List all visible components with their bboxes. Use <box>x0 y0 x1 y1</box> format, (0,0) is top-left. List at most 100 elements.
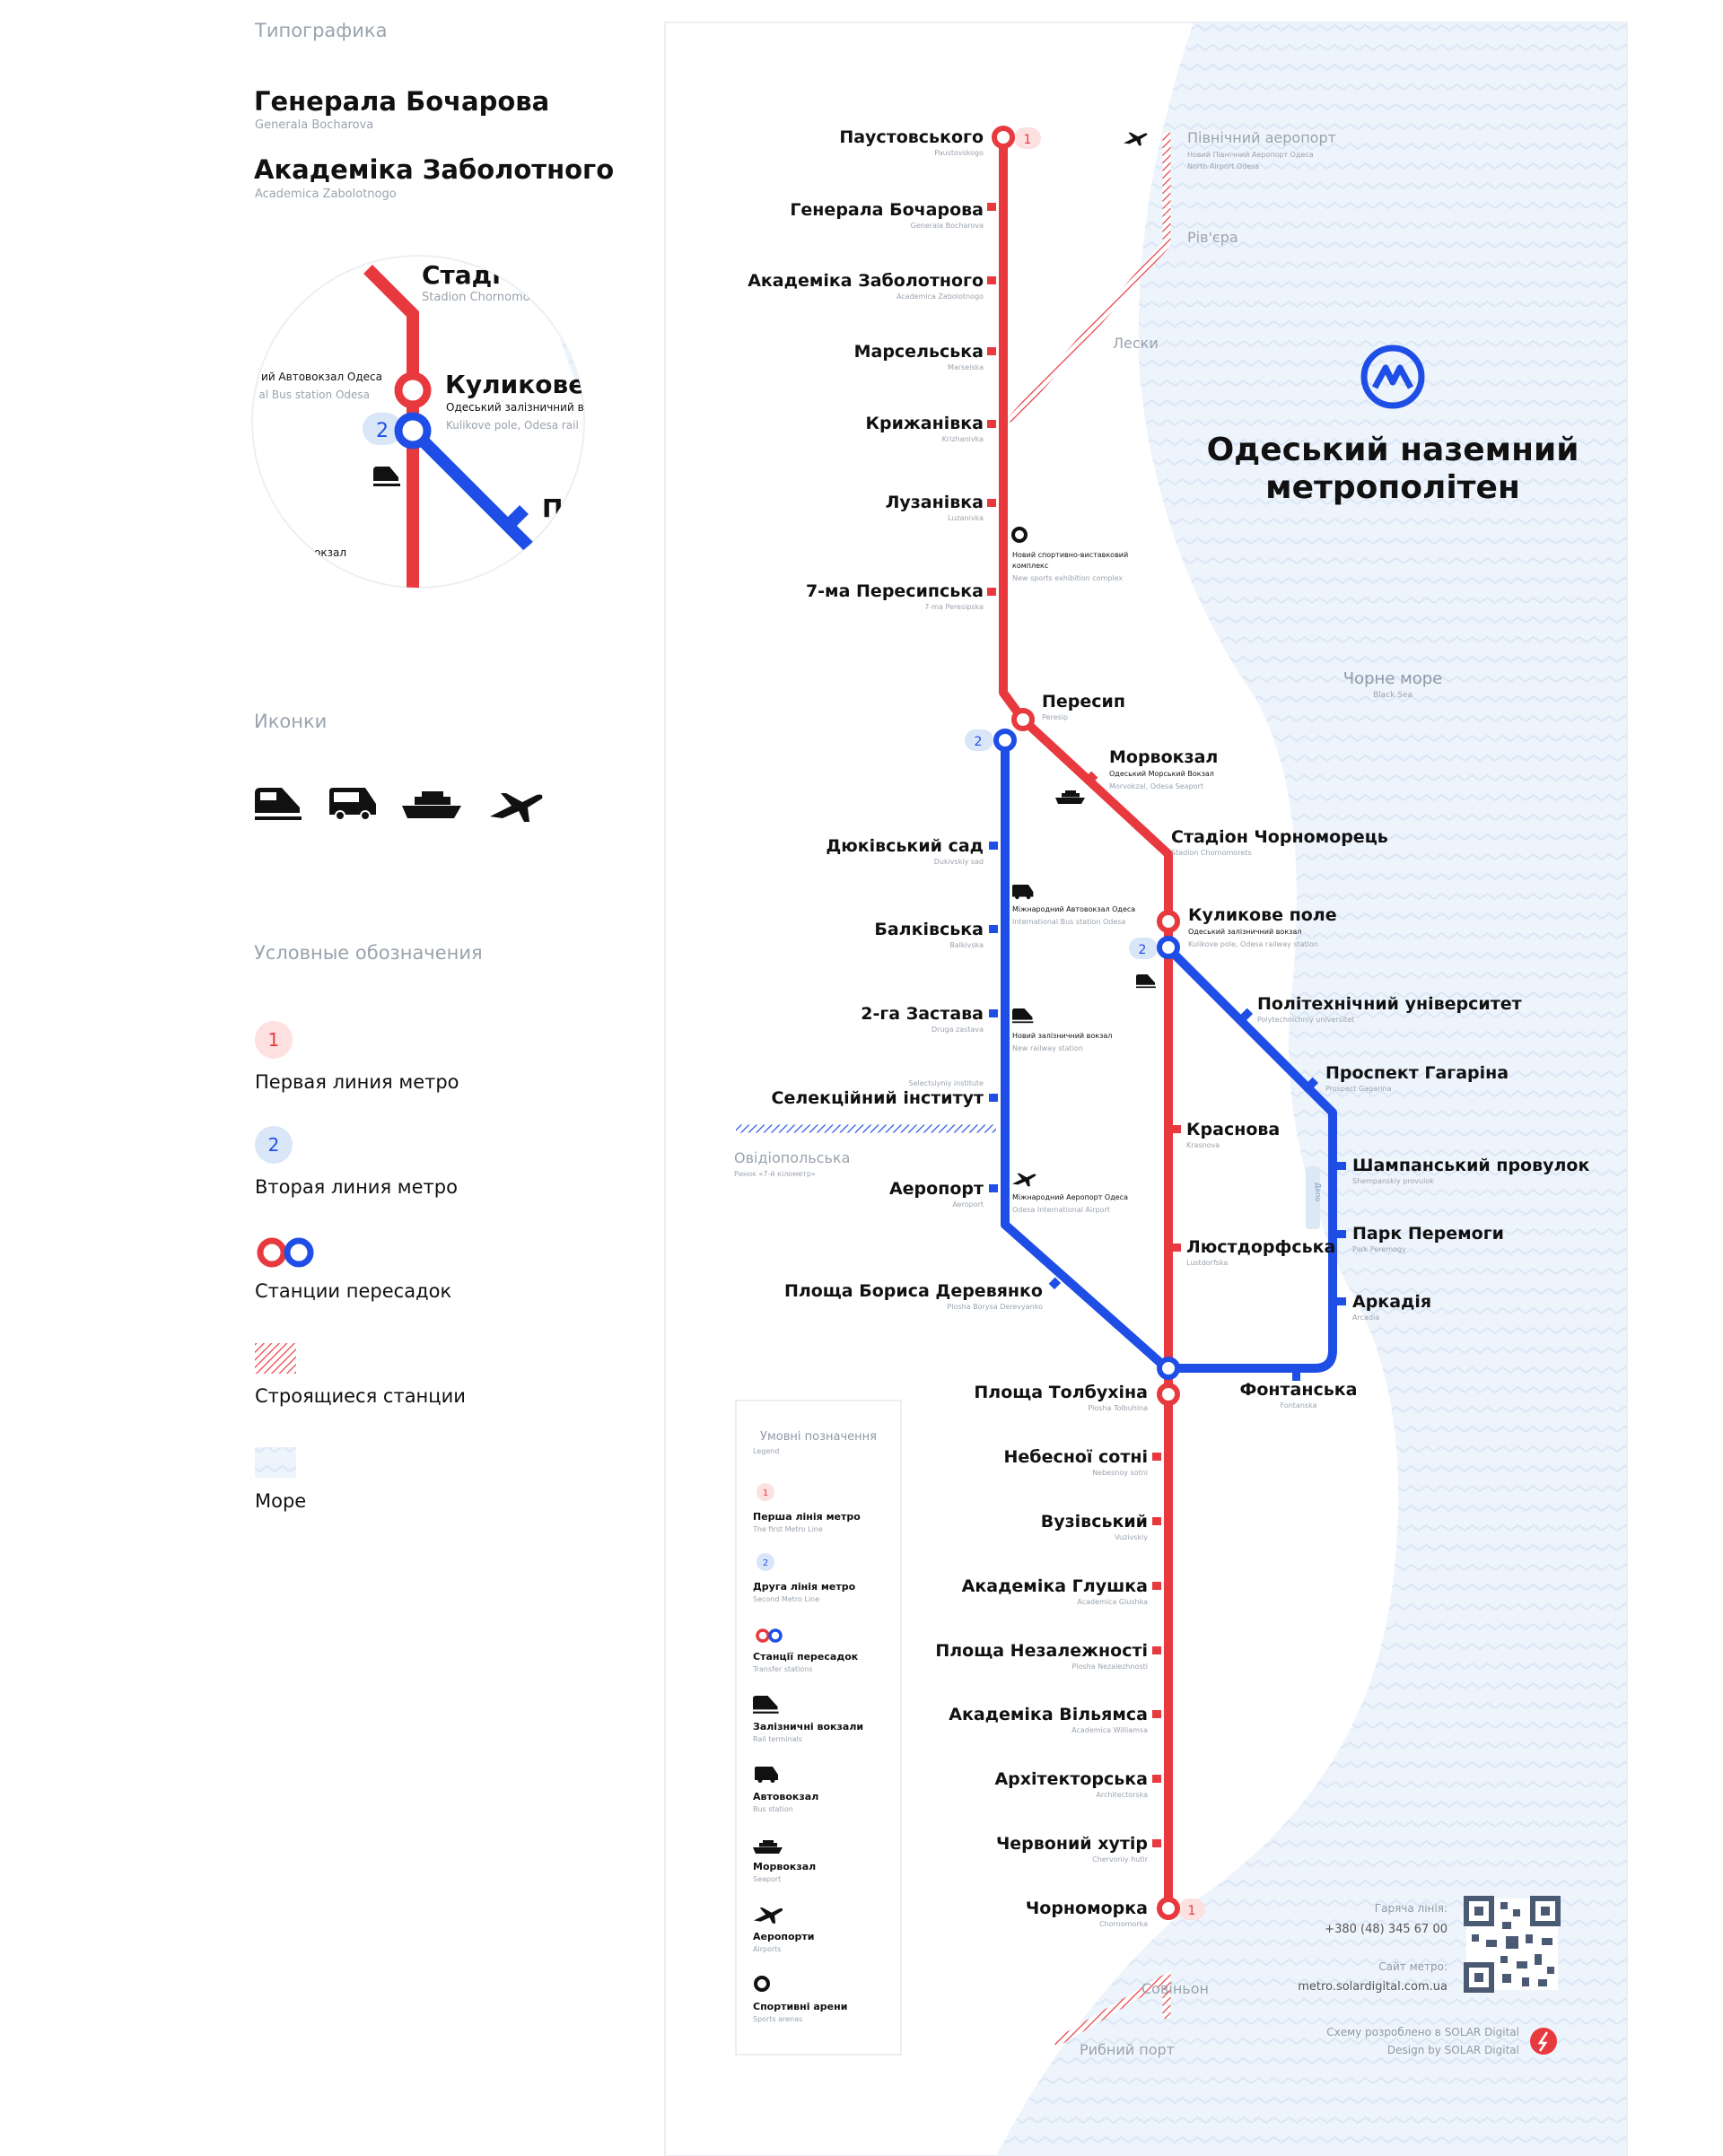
bus-icon <box>755 1767 778 1783</box>
station-sub: Marselska <box>948 363 984 371</box>
typography-header: Типографика <box>254 20 387 41</box>
map-title: Одеський наземний <box>1207 432 1579 468</box>
line2-badge-number: 2 <box>975 735 983 749</box>
future-south-line <box>1052 1970 1171 2047</box>
station-name: Шампанський провулок <box>1352 1156 1589 1175</box>
depot-label: Депо <box>1314 1183 1322 1201</box>
map-panel: Чорне море Black Sea Одеський наземний м… <box>664 22 1628 2156</box>
site-link[interactable]: metro.solardigital.com.ua <box>1298 1980 1447 1994</box>
future-station-name: Північний аеропорт <box>1187 129 1336 146</box>
future-station-name: Овідіопольська <box>734 1149 850 1166</box>
depot-marker: Депо <box>1306 1166 1322 1229</box>
qr-code-icon[interactable] <box>1464 1896 1561 1993</box>
station-sub: Krasnova <box>1186 1141 1220 1149</box>
station-name: Аеропорт <box>889 1179 984 1199</box>
sea-swatch <box>255 1447 296 1478</box>
map-legend-sub: Sports arenas <box>753 2015 802 2023</box>
legend-label: Первая линия метро <box>255 1071 459 1093</box>
station-name: Морвокзал <box>1109 747 1218 767</box>
ship-icon <box>1055 790 1085 804</box>
line2-badge <box>1129 938 1158 959</box>
legend-item-construction: Строящиеся станции <box>255 1343 466 1407</box>
station-name: Краснова <box>1186 1120 1280 1139</box>
line1-badge-number: 1 <box>1188 1904 1196 1918</box>
zoom-bottom-text: окзал <box>314 546 346 559</box>
sports-arena-icon <box>1011 527 1028 543</box>
poi-label: Новий спортивно-виставковий <box>1012 551 1128 559</box>
station-sub: Chornomorka <box>1099 1920 1148 1928</box>
station-sub: Prospect Gagarina <box>1325 1085 1392 1093</box>
site-label: Сайт метро: <box>1378 1960 1447 1973</box>
transfer-marker <box>1157 1383 1180 1406</box>
station-name: Академіка Заболотного <box>748 271 984 291</box>
zoom-bus-text-en: al Bus station Odesa <box>258 388 370 401</box>
hotline-number[interactable]: +380 (48) 345 67 00 <box>1325 1923 1447 1936</box>
station-sub: Kulikove pole, Odesa railway station <box>1188 940 1318 948</box>
map-legend-title: Умовні позначення <box>760 1430 877 1444</box>
station-sub: Plosha Nezalezhnosti <box>1071 1663 1148 1671</box>
sports-arena-icon <box>754 1976 770 1992</box>
train-icon <box>373 467 400 486</box>
transfer-icon <box>257 1237 287 1268</box>
station-sub: Generala Bocharova <box>911 222 984 230</box>
train-icon <box>753 1696 779 1714</box>
station-sub: Peresip <box>1042 713 1068 721</box>
airplane-icon <box>490 793 543 822</box>
line1-badge-number: 1 <box>763 1488 768 1498</box>
station-name: Селекційний інститут <box>772 1088 984 1108</box>
station-name: Червоний хутір <box>996 1834 1148 1854</box>
map-legend-sub: Seaport <box>753 1875 781 1883</box>
legend-label: Вторая линия метро <box>255 1176 458 1198</box>
station-sub: Academica Zabolotnogo <box>896 292 984 301</box>
poi-sub: New sports exhibition complex <box>1012 574 1123 582</box>
zoom-kulykove-sub: Одеський залізничний в <box>446 401 584 414</box>
zoom-stadium-name: Стаді <box>422 260 501 290</box>
station-sub: Park Peremogy <box>1352 1245 1406 1253</box>
station-sub: Chervoniy hutir <box>1092 1855 1149 1864</box>
station-sub: Vuzivskiy <box>1115 1533 1148 1541</box>
station-sub: Morvokzal, Odesa Seaport <box>1109 782 1203 790</box>
station-name: Паустовського <box>839 127 984 147</box>
map-legend-sub: Transfer stations <box>752 1665 812 1673</box>
icons-header: Иконки <box>254 711 327 732</box>
ship-icon <box>402 791 461 818</box>
solar-logo-icon[interactable] <box>1530 2028 1557 2055</box>
future-station-name: Совіньон <box>1141 1980 1209 1997</box>
map-legend-label: Аеропорти <box>753 1931 815 1942</box>
station-name: Куликове поле <box>1188 905 1337 925</box>
station-name: Дюківський сад <box>826 836 984 856</box>
future-station-name: Рибний порт <box>1080 2041 1175 2058</box>
station-name: Проспект Гагаріна <box>1325 1063 1509 1083</box>
station-sub: Luzanivka <box>948 514 984 522</box>
legend-item-line1: 1 Первая линия метро <box>255 1021 459 1093</box>
station-name: Пересип <box>1042 692 1125 711</box>
line2-badge-number: 2 <box>1139 943 1147 957</box>
train-icon <box>1136 974 1156 989</box>
legend-label: Море <box>255 1490 306 1512</box>
map-legend-label: Станції пересадок <box>753 1651 859 1663</box>
line1-badge <box>1014 127 1041 149</box>
station-name: Стадіон Чорноморець <box>1171 827 1388 847</box>
zoom-stadium-sub: Stadion Chornomo <box>422 291 530 304</box>
sea-sublabel: Black Sea <box>1373 691 1413 700</box>
station-name: Академіка Глушка <box>962 1576 1148 1596</box>
station-sub: 7-ma Peresipska <box>924 603 984 611</box>
zoom-detail: 2 Стаді Stadion Chornomo Куликове п Одес… <box>251 255 585 589</box>
station-sub: Shempanskiy provulok <box>1352 1177 1434 1185</box>
station-name: Вузівський <box>1041 1512 1148 1532</box>
station-name: Чорноморка <box>1026 1899 1148 1918</box>
map-legend-label: Морвокзал <box>753 1861 816 1872</box>
poi-sub: International Bus station Odesa <box>1012 918 1125 926</box>
airplane-icon <box>754 1907 783 1924</box>
map-title: метрополітен <box>1265 469 1520 506</box>
zoom-kulykove-sub-en: Kulikove pole, Odesa rail <box>446 419 579 432</box>
station-name: Площа Бориса Деревянко <box>784 1281 1043 1301</box>
map-legend-title-sub: Legend <box>753 1447 779 1455</box>
line1-station-ticks <box>987 203 1181 1847</box>
side-panel: Типографика Генерала Бочарова Generala B… <box>251 20 614 1512</box>
map-legend-label: Перша лінія метро <box>753 1511 861 1523</box>
transfer-marker <box>1157 1357 1180 1380</box>
map-legend-sub: The first Metro Line <box>752 1525 823 1533</box>
poi-sub: New railway station <box>1012 1044 1083 1052</box>
